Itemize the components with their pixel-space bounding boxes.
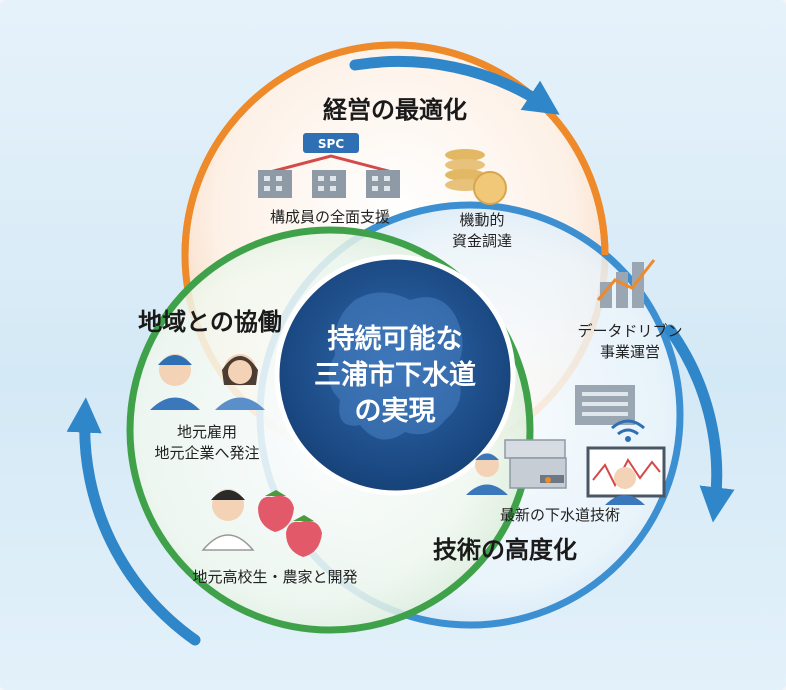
cycle-arrow-right — [664, 324, 735, 523]
facility-building-icon — [575, 385, 635, 425]
bar-chart-icon — [596, 259, 656, 308]
cycle-arrow-top — [349, 56, 560, 115]
orange-arc-overlay — [181, 41, 609, 256]
local-employment-line2: 地元企業へ発注 — [154, 444, 259, 462]
management-title: 経営の最適化 — [323, 96, 467, 124]
strawberry-icon — [286, 515, 322, 557]
operator-icon — [605, 467, 645, 505]
latest-tech-label: 最新の下水道技術 — [500, 506, 620, 524]
center-text-line2: 三浦市下水道 — [314, 359, 476, 391]
engineer-icon — [466, 453, 508, 495]
members-support-label: 構成員の全面支援 — [270, 208, 390, 226]
center-text-line3: の実現 — [355, 395, 436, 427]
building-icon — [312, 170, 346, 198]
local-employment-line1: 地元雇用 — [177, 423, 237, 441]
data-driven-line1: データドリブン — [577, 322, 682, 340]
finance-label-line1: 機動的 — [459, 211, 504, 229]
coins-icon — [445, 149, 507, 205]
spc-badge: SPC — [269, 133, 393, 174]
treatment-equipment-icon — [504, 439, 567, 489]
wifi-icon — [611, 419, 645, 442]
technology-title: 技術の高度化 — [433, 536, 577, 564]
female-worker-icon — [215, 354, 265, 410]
building-icon — [258, 170, 292, 198]
building-icons — [258, 170, 400, 198]
data-driven-line2: 事業運営 — [600, 343, 660, 361]
strawberry-icon — [258, 490, 294, 532]
building-icon — [366, 170, 400, 198]
cycle-arrow-left — [66, 397, 201, 646]
spc-label: SPC — [318, 137, 344, 151]
city-map-silhouette — [328, 292, 463, 440]
center-text-line1: 持続可能な — [328, 323, 463, 355]
finance-label-line2: 資金調達 — [452, 232, 512, 250]
community-title: 地域との協働 — [138, 308, 282, 336]
local-development-label: 地元高校生・農家と開発 — [192, 568, 357, 586]
male-worker-icon — [150, 354, 200, 410]
student-icon — [201, 489, 255, 551]
